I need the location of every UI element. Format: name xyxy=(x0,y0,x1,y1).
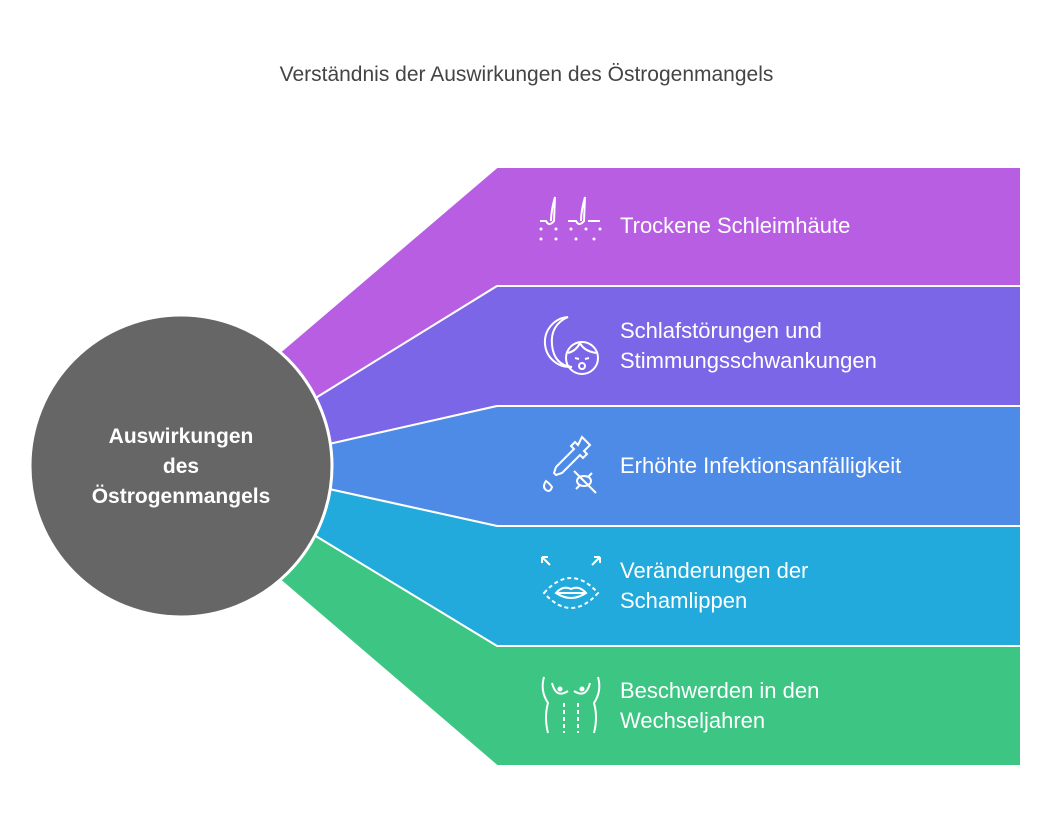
torso-icon xyxy=(541,676,601,734)
item-2-line-1: Erhöhte Infektionsanfälligkeit xyxy=(620,453,902,478)
item-label-2: Erhöhte Infektionsanfälligkeit xyxy=(620,451,901,481)
lips-icon xyxy=(541,556,601,609)
item-label-0: Trockene Schleimhäute xyxy=(620,211,850,241)
center-label: Auswirkungen des Östrogenmangels xyxy=(61,422,301,512)
moon-face-icon xyxy=(543,316,599,375)
center-line-2: des xyxy=(162,455,200,478)
item-0-line-1: Trockene Schleimhäute xyxy=(620,213,851,238)
item-4-line-1: Beschwerden in den xyxy=(620,678,820,703)
dropper-bacteria-icon xyxy=(543,435,597,494)
item-3-line-2: Schamlippen xyxy=(620,588,748,613)
item-1-line-1: Schlafstörungen und xyxy=(620,318,822,343)
skin-hair-icon xyxy=(539,196,602,241)
item-3-line-1: Veränderungen der xyxy=(620,558,809,583)
diagram-title: Verständnis der Auswirkungen des Östroge… xyxy=(279,63,774,86)
center-circle xyxy=(28,313,334,619)
item-4-line-2: Wechseljahren xyxy=(620,708,766,733)
item-1-line-2: Stimmungsschwankungen xyxy=(620,348,877,373)
center-line-1: Auswirkungen xyxy=(108,425,254,448)
center-line-3: Östrogenmangels xyxy=(91,485,271,508)
